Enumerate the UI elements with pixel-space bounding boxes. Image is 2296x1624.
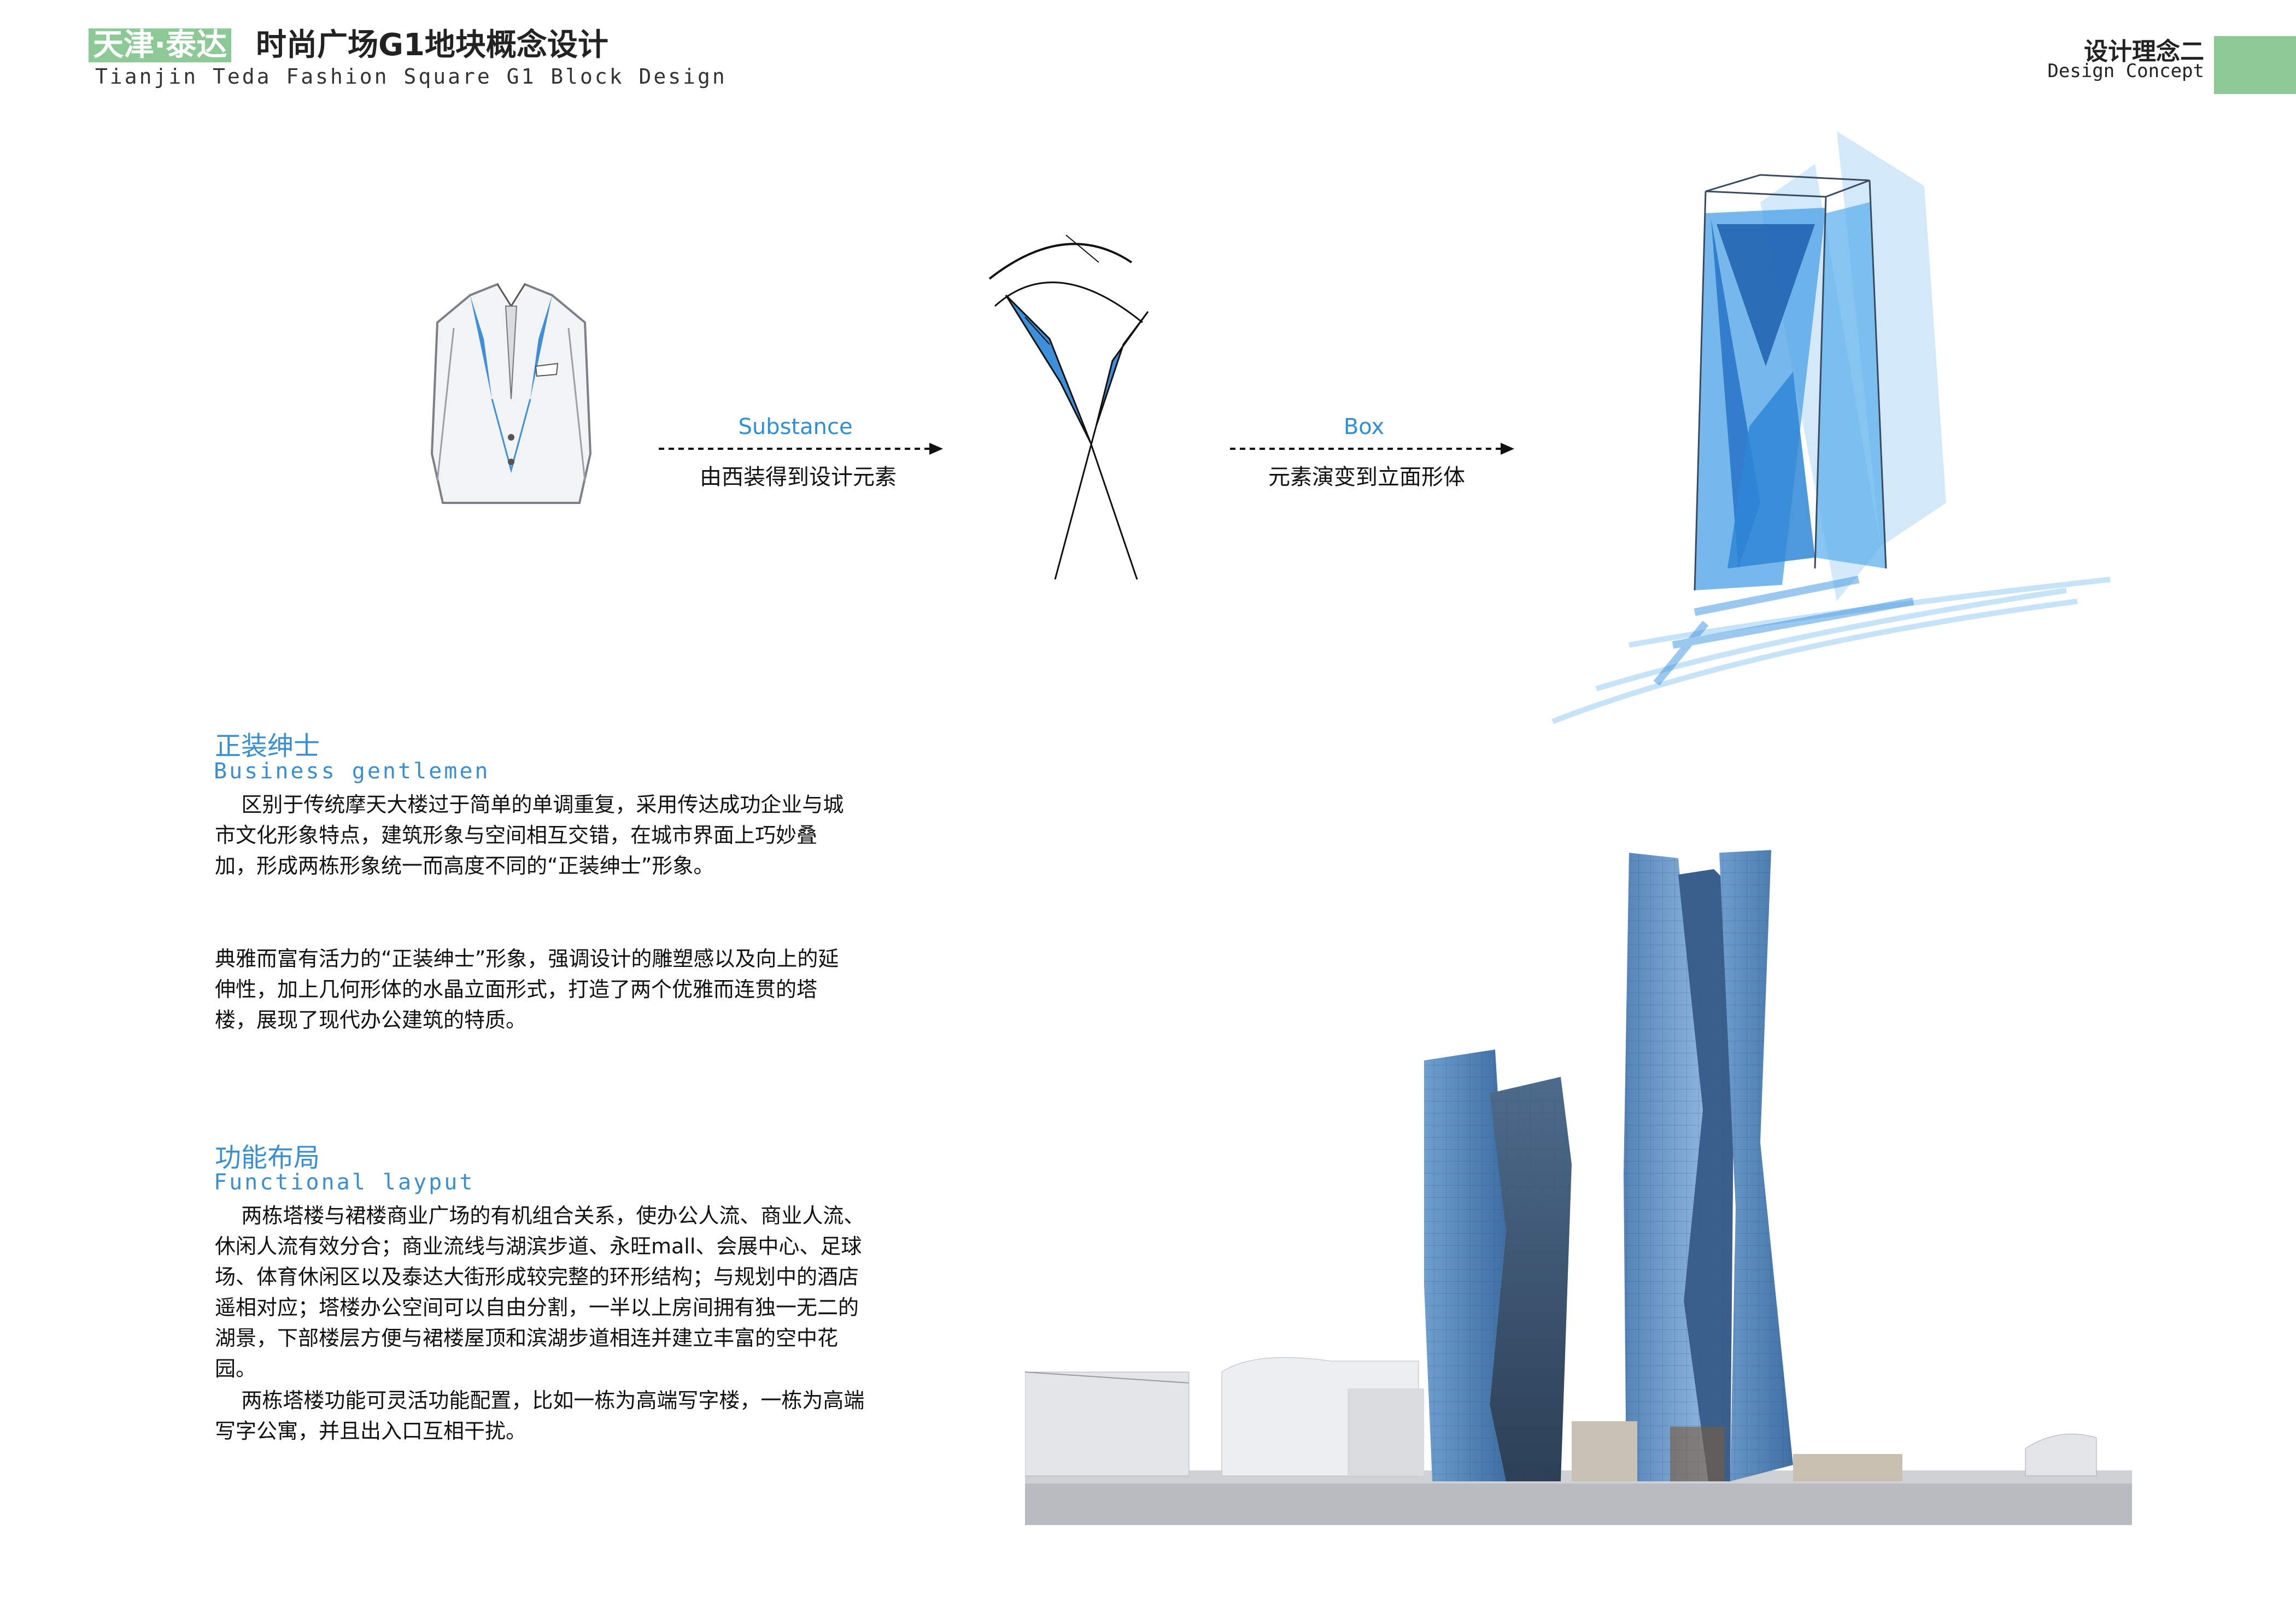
section1-paragraph-1: 区别于传统摩天大楼过于简单的单调重复，采用传达成功企业与城市文化形象特点，建筑形… <box>215 793 844 878</box>
arrow1-label-en: Substance <box>738 414 853 439</box>
dashed-arrow-icon <box>659 443 943 455</box>
suit-sketch-illustration <box>430 283 592 504</box>
tower-box-sketch <box>1551 131 2111 724</box>
arrow1-label-cn: 由西装得到设计元素 <box>700 465 897 490</box>
section-label-en: Design Concept <box>2047 60 2204 82</box>
project-badge: 天津·泰达 <box>89 28 232 62</box>
lapel-element-sketch <box>988 234 1149 580</box>
section1-heading-cn: 正装绅士 <box>215 731 320 761</box>
tower-rendering-image <box>1025 850 2132 1525</box>
section2-heading-en: Functional layput <box>214 1170 475 1195</box>
section1-paragraph-2: 典雅而富有活力的“正装绅士”形象，强调设计的雕塑感以及向上的延伸性，加上几何形体… <box>215 947 839 1032</box>
section2-paragraph-1: 两栋塔楼与裙楼商业广场的有机组合关系，使办公人流、商业人流、休闲人流有效分合；商… <box>215 1204 865 1381</box>
arrow2-label-en: Box <box>1343 414 1385 439</box>
arrow2-label-cn: 元素演变到立面形体 <box>1268 465 1465 490</box>
section2-paragraph-2: 两栋塔楼功能可灵活功能配置，比如一栋为高端写字楼，一栋为高端写字公寓，并且出入口… <box>215 1388 865 1443</box>
section-label-cn: 设计理念二 <box>2084 38 2204 66</box>
section2-heading-cn: 功能布局 <box>215 1142 320 1173</box>
section1-heading-en: Business gentlemen <box>214 759 490 784</box>
dashed-arrow-icon <box>1230 443 1514 455</box>
page-title: 时尚广场G1地块概念设计 <box>256 27 608 63</box>
page-subtitle: Tianjin Teda Fashion Square G1 Block Des… <box>95 65 727 89</box>
section-tab <box>2214 36 2296 94</box>
